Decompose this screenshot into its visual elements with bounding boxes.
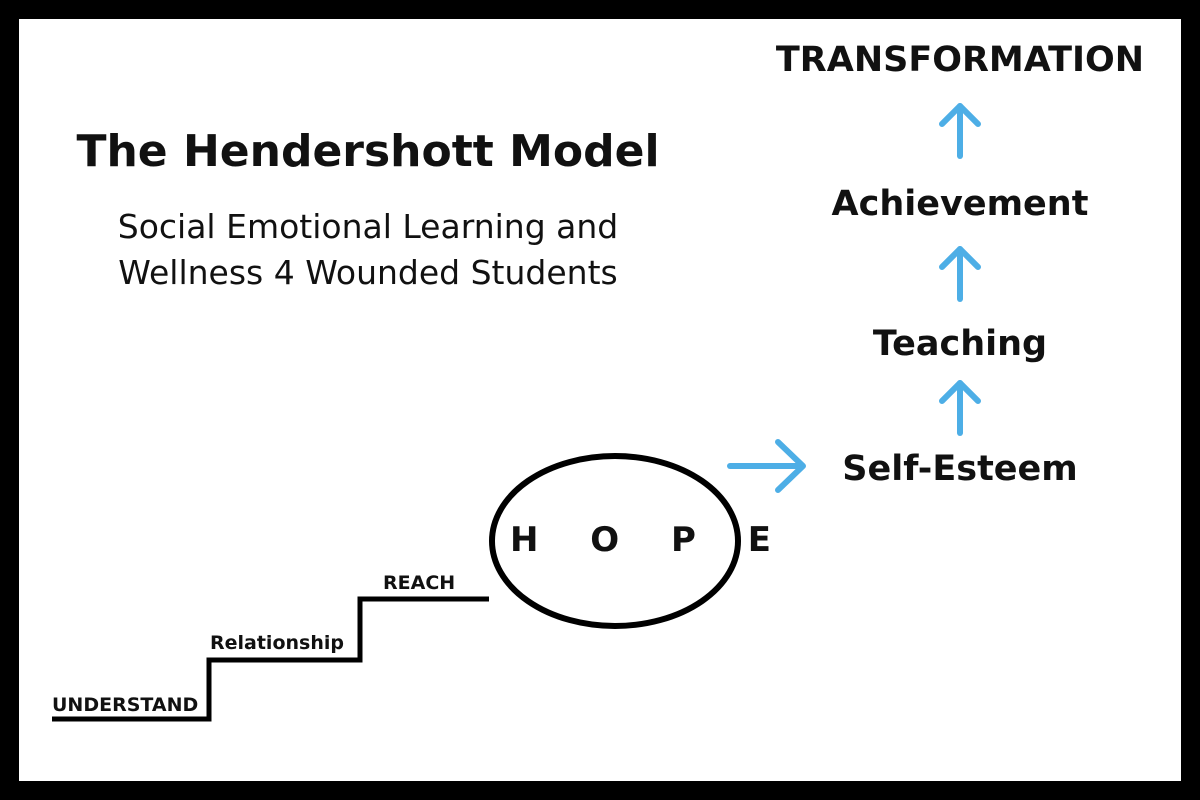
diagram-panel bbox=[19, 19, 1181, 781]
subtitle-line: Wellness 4 Wounded Students bbox=[118, 253, 618, 292]
arrow-right-icon bbox=[727, 439, 806, 493]
hope-ellipse bbox=[489, 453, 741, 629]
step-reach: REACH bbox=[383, 572, 456, 594]
stage-achievement: Achievement bbox=[831, 184, 1089, 224]
diagram-title: The Hendershott Model bbox=[76, 126, 660, 177]
step-relationship: Relationship bbox=[210, 632, 344, 654]
arrow-up-icon bbox=[939, 246, 981, 302]
arrow-up-icon bbox=[939, 380, 981, 436]
stage-transformation: TRANSFORMATION bbox=[775, 40, 1145, 80]
arrow-up-icon bbox=[939, 103, 981, 159]
diagram-subtitle: Social Emotional Learning and Wellness 4… bbox=[0, 204, 736, 296]
stage-teaching: Teaching bbox=[872, 324, 1048, 364]
step-understand: UNDERSTAND bbox=[52, 694, 199, 716]
staircase-line bbox=[52, 596, 489, 722]
subtitle-line: Social Emotional Learning and bbox=[117, 207, 619, 246]
hope-label: H O P E bbox=[510, 520, 792, 560]
stage-self-esteem: Self-Esteem bbox=[842, 449, 1078, 489]
